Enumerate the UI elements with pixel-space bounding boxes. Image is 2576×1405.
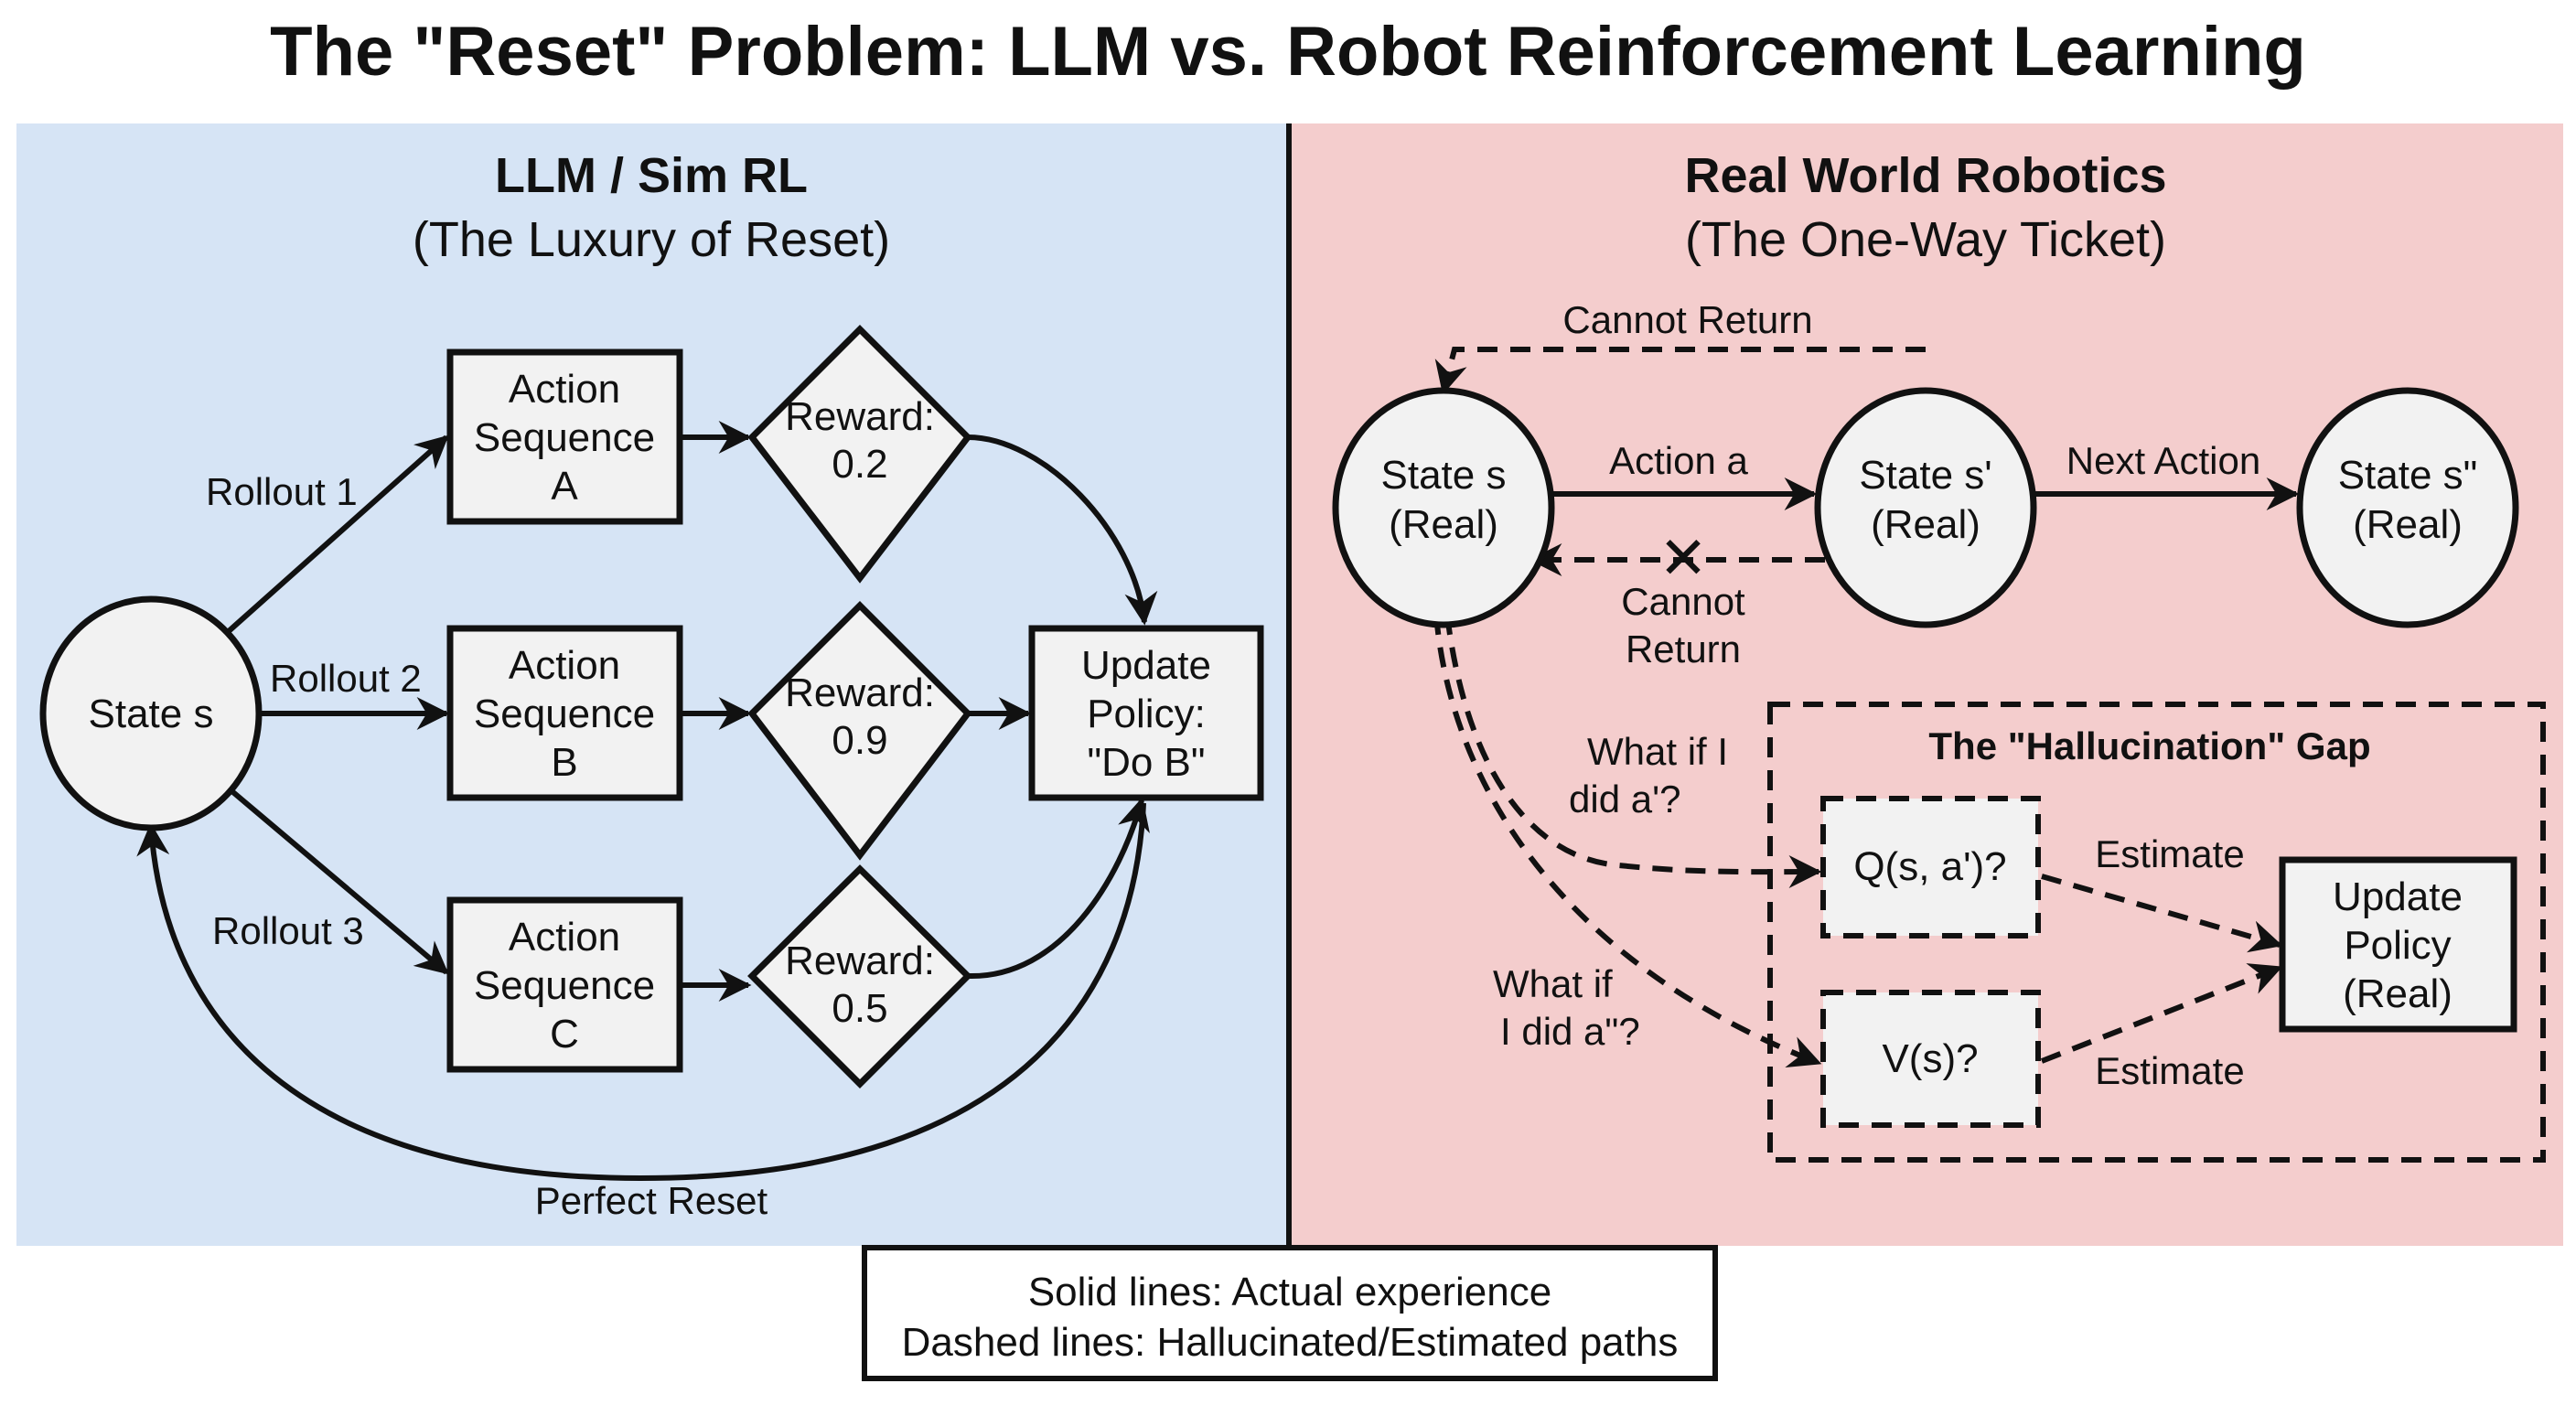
action-a-line-2: Sequence <box>474 415 655 460</box>
edge-rollout-1 <box>227 434 449 634</box>
legend-solid-lines: Solid lines: Actual experience <box>1028 1270 1551 1314</box>
figure-title: The "Reset" Problem: LLM vs. Robot Reinf… <box>270 13 2306 91</box>
label-what-if-2-line-2: I did a"? <box>1500 1010 1640 1053</box>
node-state-s-double-prime-real: State s" (Real) <box>2296 387 2519 628</box>
update-policy-line-2: Policy: <box>1087 692 1206 736</box>
reward-c-line-1: Reward: <box>785 938 935 983</box>
node-action-sequence-b: Action Sequence B <box>446 625 683 801</box>
state-s-real-line-1: State s <box>1381 453 1507 498</box>
label-rollout-2: Rollout 2 <box>270 657 422 700</box>
legend-dashed-lines: Dashed lines: Hallucinated/Estimated pat… <box>902 1320 1679 1365</box>
cross-icon: ✕ <box>1658 525 1708 591</box>
right-panel-heading: Real World Robotics <box>1684 148 2166 203</box>
edge-reward-c-to-update <box>967 797 1150 980</box>
label-next-action: Next Action <box>2066 439 2260 482</box>
edge-rollout-3 <box>227 786 449 975</box>
edge-cannot-return-top <box>1434 347 1926 395</box>
q-estimate-label: Q(s, a')? <box>1853 844 2006 889</box>
action-c-line-2: Sequence <box>474 963 655 1008</box>
v-estimate-label: V(s)? <box>1882 1036 1978 1081</box>
action-b-line-1: Action <box>509 643 620 688</box>
edge-reward-a-to-update <box>967 434 1158 626</box>
action-b-line-3: B <box>551 740 577 785</box>
edge-q-to-update <box>2041 874 2283 953</box>
edge-v-to-update <box>2040 963 2283 1064</box>
label-estimate-q: Estimate <box>2095 832 2244 875</box>
action-b-line-2: Sequence <box>474 692 655 736</box>
label-rollout-3: Rollout 3 <box>212 909 364 952</box>
reward-b-line-1: Reward: <box>785 670 935 715</box>
label-cannot-return-line-2: Return <box>1626 627 1741 670</box>
update-policy-line-1: Update <box>1081 643 1211 688</box>
node-q-estimate: Q(s, a')? <box>1820 796 2041 938</box>
label-estimate-v: Estimate <box>2095 1049 2244 1092</box>
update-policy-real-line-3: (Real) <box>2343 971 2453 1016</box>
edge-perfect-reset <box>136 802 1146 1182</box>
node-reward-c: Reward: 0.5 <box>747 864 972 1089</box>
node-reward-a: Reward: 0.2 <box>747 325 972 584</box>
reward-c-value: 0.5 <box>832 986 887 1031</box>
state-s-double-prime-line-2: (Real) <box>2353 502 2463 547</box>
reward-a-value: 0.2 <box>832 442 887 487</box>
node-state-s-prime-real: State s' (Real) <box>1814 387 2037 628</box>
right-panel-subheading: (The One-Way Ticket) <box>1685 212 2166 267</box>
edge-what-if-a-prime <box>1444 614 1822 889</box>
state-s-double-prime-line-1: State s" <box>2338 453 2478 498</box>
state-s-prime-line-2: (Real) <box>1871 502 1980 547</box>
node-v-estimate: V(s)? <box>1820 990 2041 1128</box>
update-policy-line-3: "Do B" <box>1087 740 1205 785</box>
reward-b-value: 0.9 <box>832 718 887 763</box>
node-action-sequence-a: Action Sequence A <box>446 349 683 525</box>
reward-a-line-1: Reward: <box>785 394 935 439</box>
label-rollout-1: Rollout 1 <box>206 470 358 513</box>
node-state-s-real: State s (Real) <box>1332 387 1555 628</box>
left-panel-heading: LLM / Sim RL <box>495 148 808 203</box>
state-s-real-line-2: (Real) <box>1389 502 1498 547</box>
label-cannot-return-top: Cannot Return <box>1562 298 1812 341</box>
node-update-policy: Update Policy: "Do B" <box>1028 625 1264 801</box>
legend-box: Solid lines: Actual experience Dashed li… <box>862 1245 1718 1381</box>
label-what-if-1-line-2: did a'? <box>1569 778 1680 820</box>
label-cannot-return-line-1: Cannot <box>1621 580 1745 623</box>
action-c-line-3: C <box>550 1012 579 1056</box>
hallucination-gap-title: The "Hallucination" Gap <box>1928 724 2370 767</box>
node-action-sequence-c: Action Sequence C <box>446 896 683 1073</box>
label-what-if-1-line-1: What if I <box>1587 730 1728 773</box>
node-state-s-label: State s <box>89 692 214 736</box>
action-a-line-1: Action <box>509 367 620 412</box>
node-update-policy-real: Update Policy (Real) <box>2279 856 2517 1033</box>
node-reward-b: Reward: 0.9 <box>747 601 972 861</box>
node-state-s <box>39 595 263 831</box>
state-s-prime-line-1: State s' <box>1859 453 1991 498</box>
update-policy-real-line-1: Update <box>2333 874 2463 919</box>
left-panel-subheading: (The Luxury of Reset) <box>413 212 890 267</box>
hallucination-gap-box <box>1767 702 2546 1163</box>
label-action-a: Action a <box>1609 439 1748 482</box>
action-a-line-3: A <box>551 464 578 509</box>
update-policy-real-line-2: Policy <box>2344 923 2451 968</box>
action-c-line-1: Action <box>509 915 620 960</box>
label-perfect-reset: Perfect Reset <box>535 1179 768 1222</box>
edge-what-if-a-double-prime <box>1433 614 1822 1068</box>
label-what-if-2-line-1: What if <box>1493 962 1613 1005</box>
